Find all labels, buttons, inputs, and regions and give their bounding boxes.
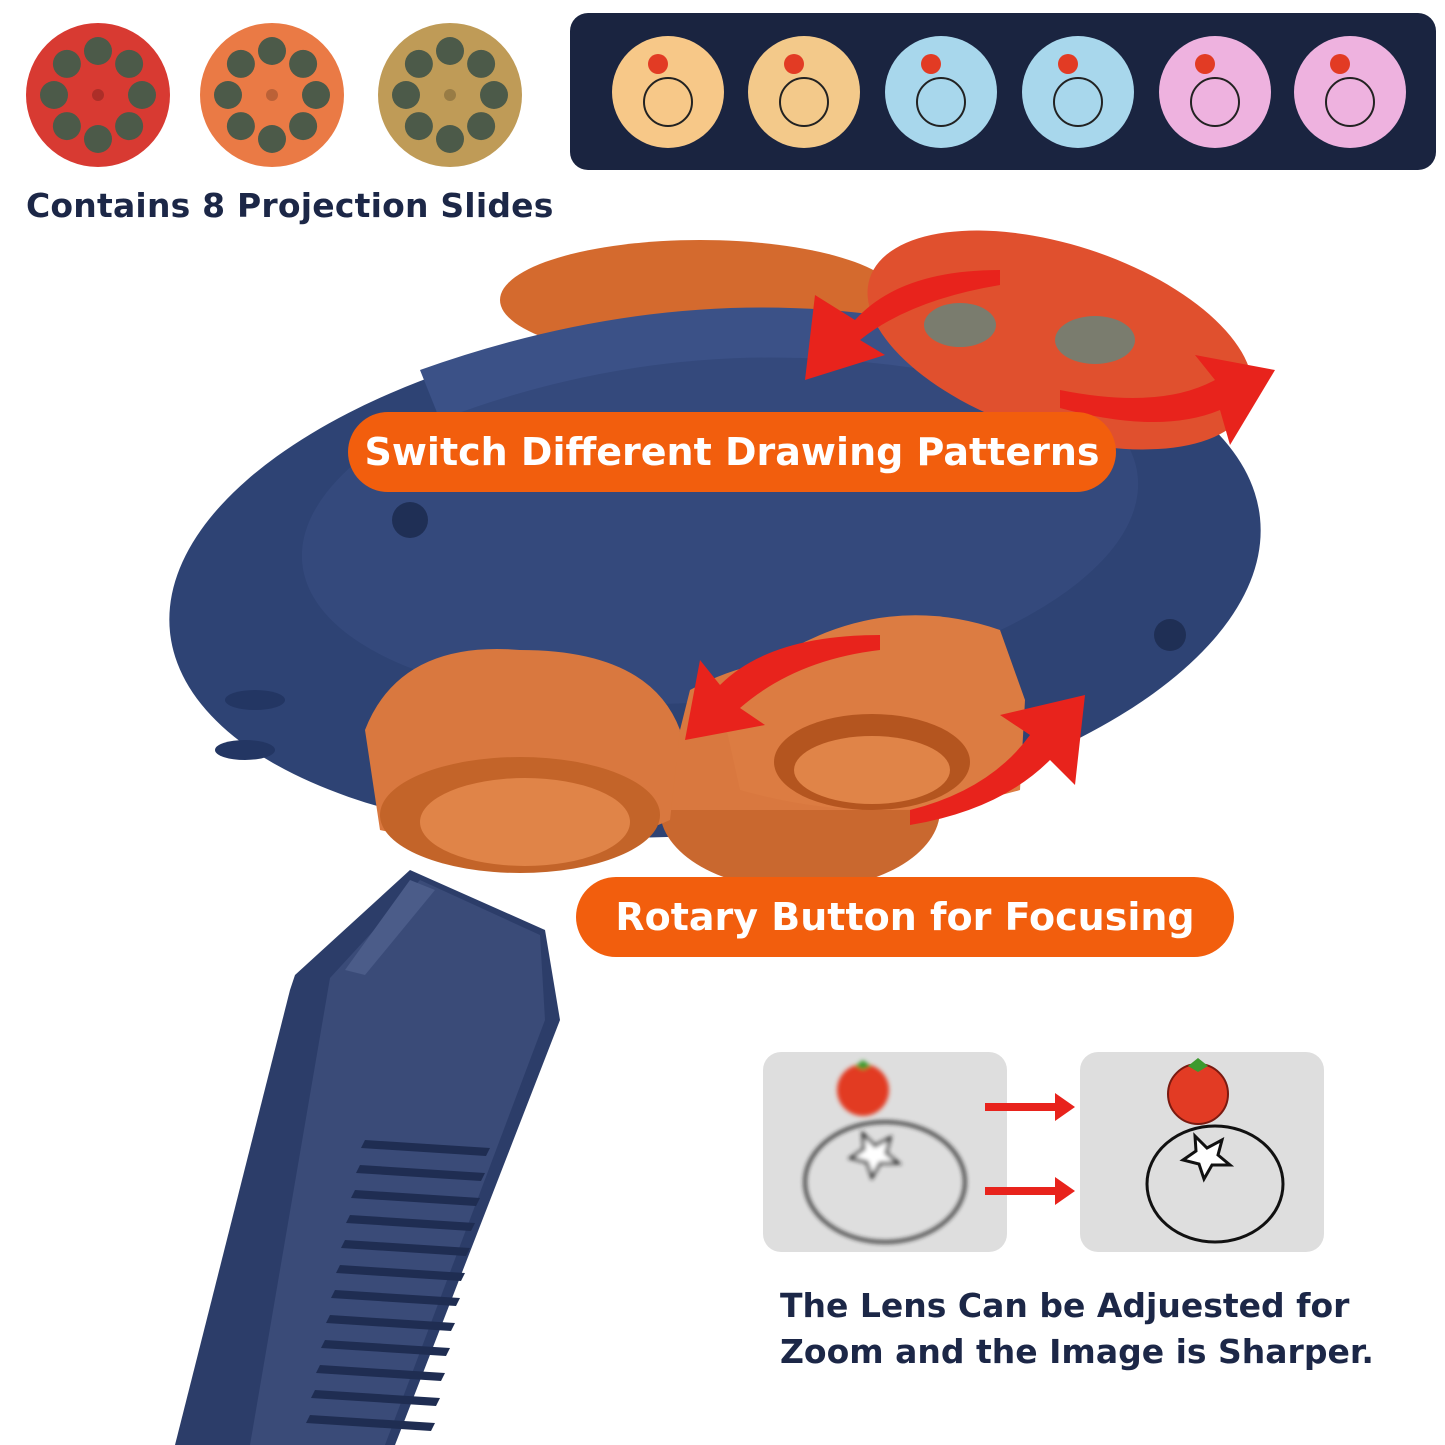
rotation-arrows [685, 270, 1275, 825]
blurred-tomato-drawing [803, 1060, 967, 1244]
slide-wheel [200, 23, 344, 167]
stand-grill-slot [361, 1140, 490, 1156]
zoom-after-box [1080, 1052, 1324, 1252]
stand-grill-slot [316, 1365, 445, 1381]
stand-grill-slot [331, 1290, 460, 1306]
stand-grill-slot [356, 1165, 485, 1181]
panda-icon [1022, 36, 1134, 148]
stand-grill-slot [306, 1415, 435, 1431]
tomato-icon [612, 36, 724, 148]
zoom-before-box [763, 1052, 1007, 1252]
stand-grill-slot [311, 1390, 440, 1406]
slide-wheel [26, 23, 170, 167]
switch-patterns-callout: Switch Different Drawing Patterns [348, 412, 1116, 492]
pattern-icons-svg [612, 36, 1406, 148]
stand-grill-slot [346, 1215, 475, 1231]
zoom-note-line1: The Lens Can be Adjuested for [780, 1286, 1350, 1325]
slide-wheel [378, 23, 522, 167]
stand-grill-slot [321, 1340, 450, 1356]
zoom-note: The Lens Can be Adjuested for Zoom and t… [780, 1283, 1374, 1375]
stand-grill-slot [326, 1315, 455, 1331]
slides-caption: Contains 8 Projection Slides [26, 186, 554, 225]
zoom-arrows [985, 1093, 1075, 1205]
carrot-icon [748, 36, 860, 148]
cap-icon [1159, 36, 1271, 148]
stand-grill-slot [336, 1265, 465, 1281]
projector-stand [175, 870, 560, 1445]
ring-icon [1294, 36, 1406, 148]
zoom-note-line2: Zoom and the Image is Sharper. [780, 1332, 1374, 1371]
slide-wheels-group [26, 23, 522, 167]
rotary-focus-callout: Rotary Button for Focusing [576, 877, 1234, 957]
pattern-icon-panel [570, 13, 1436, 170]
sharp-tomato-drawing [1145, 1058, 1285, 1244]
stand-grill-slot [341, 1240, 470, 1256]
stand-grill-slot [351, 1190, 480, 1206]
rabbit-icon [885, 36, 997, 148]
